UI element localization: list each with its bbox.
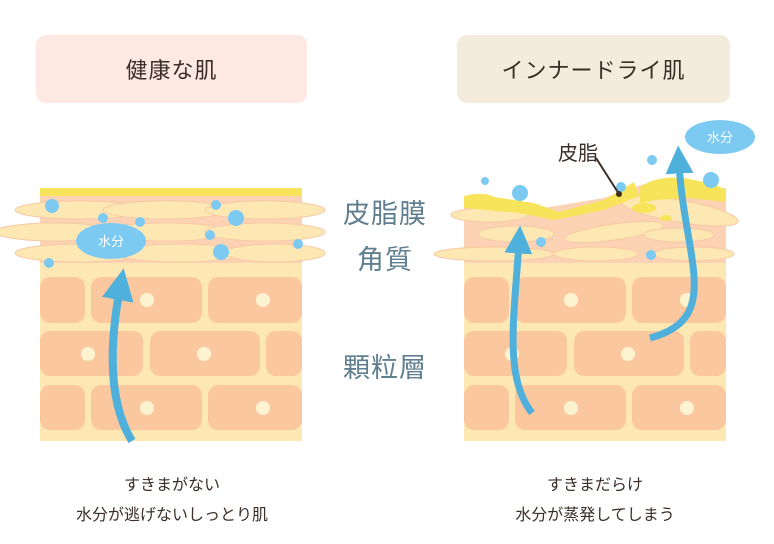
dry-caption-line1: すきまだらけ (546, 475, 643, 494)
sebum-film-label: 皮脂膜 (343, 199, 427, 230)
healthy-caption-line1: すきまがない (123, 475, 220, 494)
healthy-skin-header: 健康な肌 (36, 35, 307, 103)
healthy-water-label: 水分 (98, 235, 124, 250)
healthy-skin-title: 健康な肌 (125, 59, 218, 84)
horny-layer-label: 角質 (357, 245, 413, 276)
healthy-caption-line2: 水分が逃げないしっとり肌 (75, 505, 268, 524)
granular-layer-label: 顆粒層 (343, 353, 427, 384)
dry-caption: すきまだらけ 水分が蒸発してしまう (445, 470, 745, 530)
healthy-caption: すきまがない 水分が逃げないしっとり肌 (22, 470, 322, 530)
healthy-skin-layers (0, 188, 326, 444)
dry-caption-line2: 水分が蒸発してしまう (515, 505, 675, 524)
inner-dry-skin-layers (433, 120, 755, 441)
inner-dry-skin-header: インナードライ肌 (457, 35, 730, 103)
dry-water-label: 水分 (707, 131, 733, 146)
sebum-label: 皮脂 (558, 141, 598, 165)
inner-dry-skin-title: インナードライ肌 (501, 59, 686, 84)
